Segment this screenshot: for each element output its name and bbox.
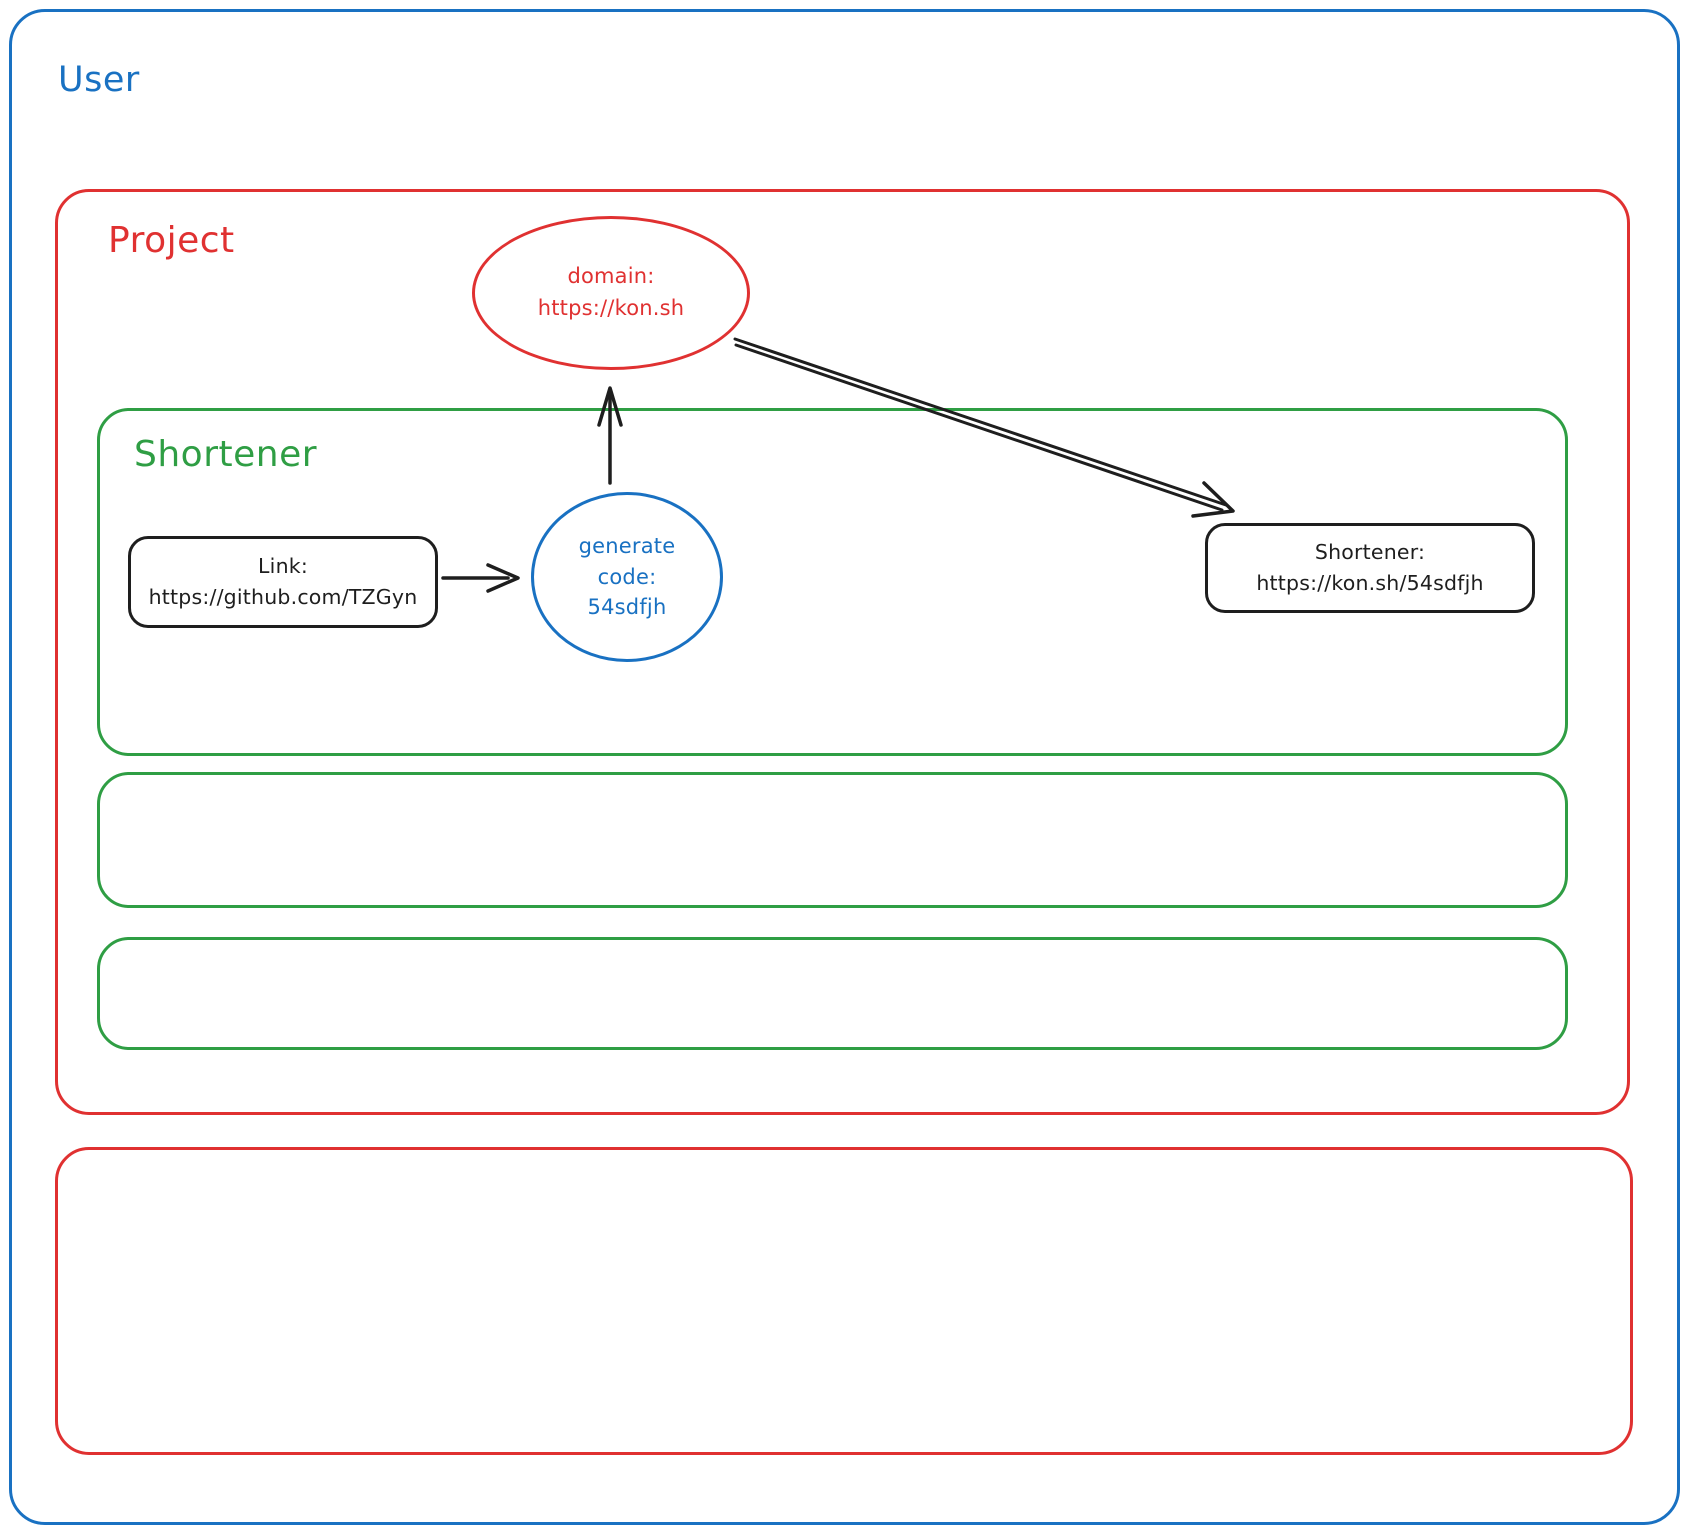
shortener-label: Shortener [134,434,318,475]
generate-circle-line1: generate [578,534,676,559]
user-container [9,9,1680,1525]
user-label: User [58,60,140,100]
domain-ellipse-line2: https://kon.sh [537,296,685,320]
project-container [55,189,1630,1115]
domain-ellipse-line1: domain: [567,264,655,289]
link-box-line1: Link: [258,553,308,578]
generate-circle-line2: code: [597,564,657,589]
empty-red-box [55,1147,1633,1455]
shortener-result-line2: https://kon.sh/54sdfjh [1256,571,1484,595]
link-box-line2: https://github.com/TZGyn [148,585,418,609]
empty-green-box-1 [97,772,1568,908]
project-label: Project [108,220,235,261]
generate-code-circle-node: generate code: 54sdfjh [531,492,723,662]
domain-ellipse-node: domain: https://kon.sh [472,216,750,370]
empty-green-box-2 [97,937,1568,1050]
link-box-node: Link: https://github.com/TZGyn [128,536,438,628]
shortener-result-box-node: Shortener: https://kon.sh/54sdfjh [1205,523,1535,613]
generate-circle-line3: 54sdfjh [587,595,667,620]
shortener-result-line1: Shortener: [1314,539,1426,564]
